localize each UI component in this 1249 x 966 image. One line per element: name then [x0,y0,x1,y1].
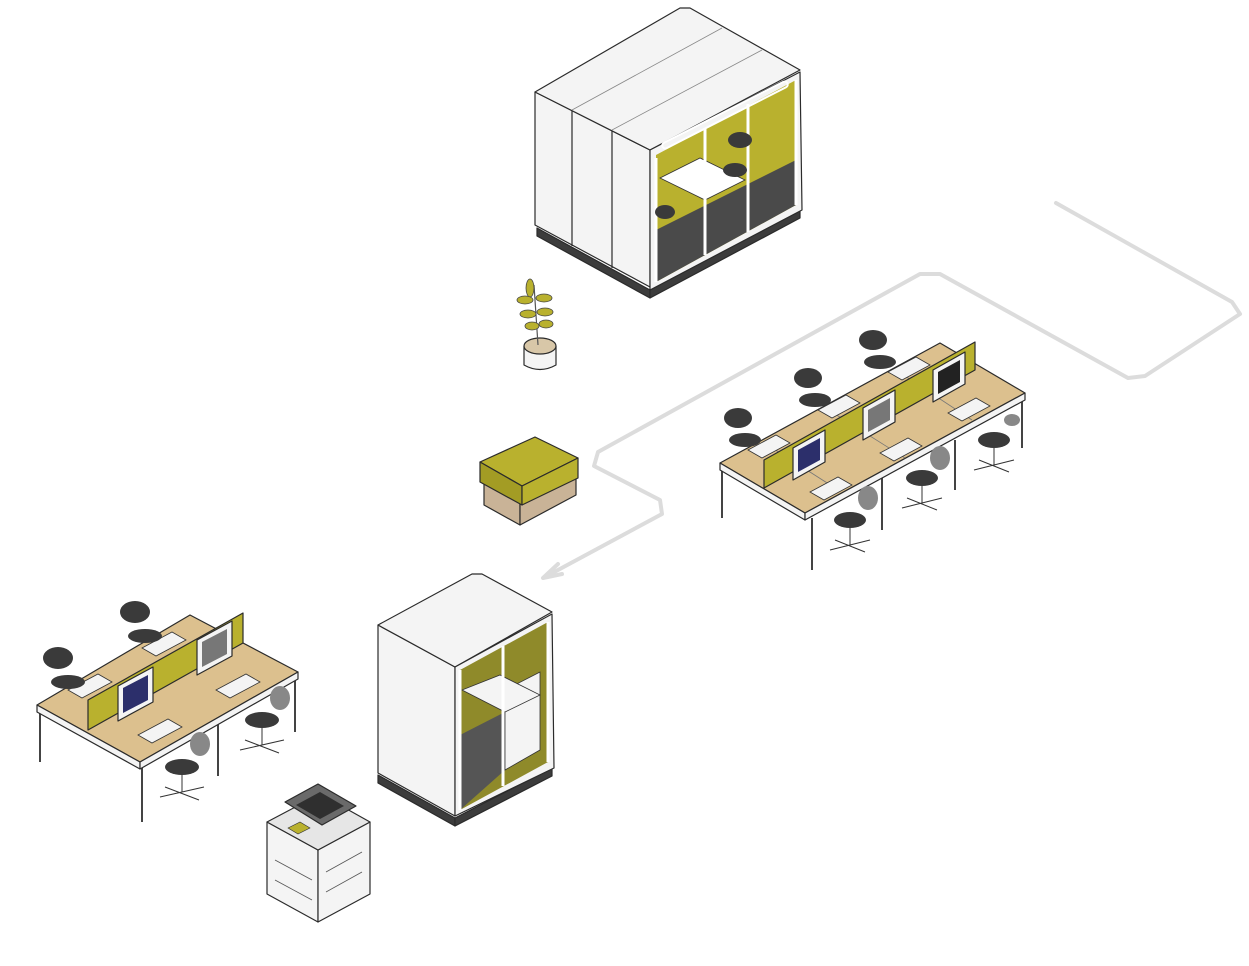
chair-icon [724,330,1020,528]
desk-cluster-left [36,601,299,822]
monitor-icon [792,351,966,481]
printer-icon [266,783,371,923]
desk-cluster-right [719,330,1026,570]
plant-icon [516,278,557,371]
path-arrow-icon [541,201,1242,580]
ottoman-icon [479,436,579,526]
chair-icon [43,601,290,775]
phone-booth-icon [377,573,555,827]
meeting-pod-icon [534,7,803,299]
